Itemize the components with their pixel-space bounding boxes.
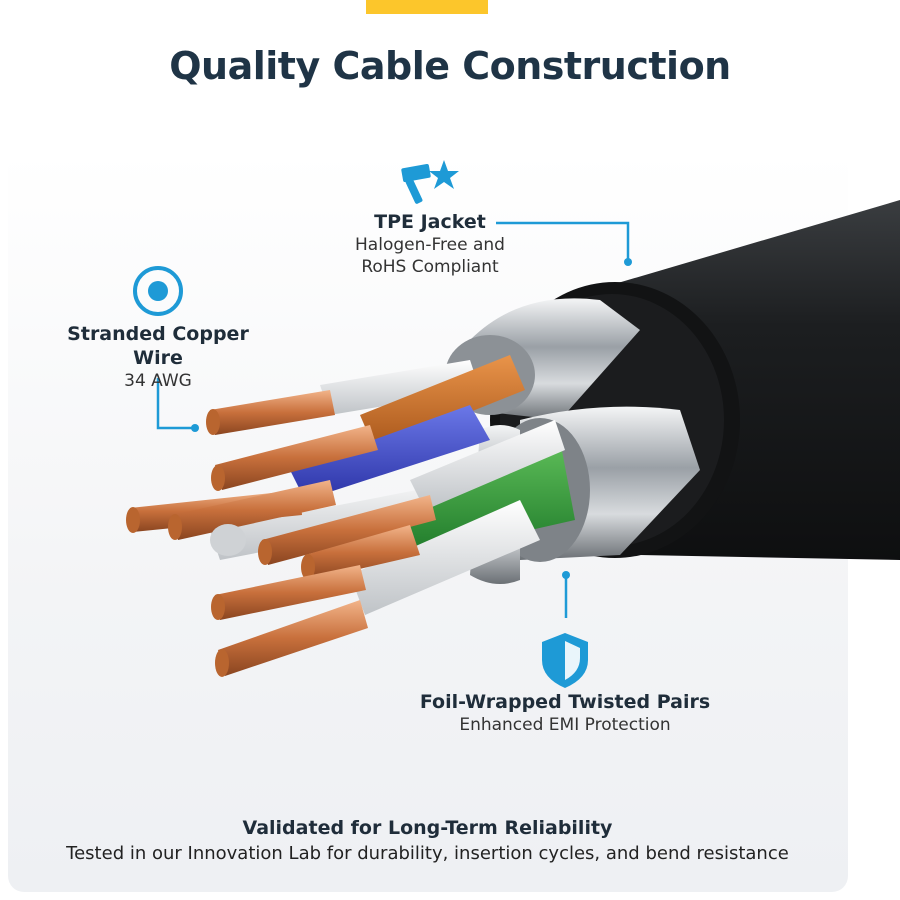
leader-lines	[156, 221, 630, 618]
shield-icon	[542, 633, 588, 688]
footer-text: Tested in our Innovation Lab for durabil…	[66, 843, 789, 864]
copper-strands	[126, 390, 436, 677]
callout-tpe-line1: Halogen-Free and	[355, 235, 505, 255]
hammer-sparkle-icon	[401, 160, 459, 204]
callout-foil-pairs: Foil-Wrapped Twisted Pairs Enhanced EMI …	[415, 690, 715, 736]
callout-copper-heading: Stranded Copper Wire	[67, 323, 249, 369]
target-circle-icon	[133, 266, 183, 316]
accent-bar	[366, 0, 488, 14]
callout-tpe-jacket: TPE Jacket Halogen-Free and RoHS Complia…	[330, 210, 530, 278]
callout-copper-wire: Stranded Copper Wire 34 AWG	[40, 322, 276, 392]
callout-tpe-heading: TPE Jacket	[374, 211, 486, 233]
footer-heading: Validated for Long-Term Reliability	[242, 817, 613, 839]
callout-foil-sub: Enhanced EMI Protection	[459, 715, 671, 735]
footer-section: Validated for Long-Term Reliability Test…	[0, 815, 855, 867]
callout-foil-heading: Foil-Wrapped Twisted Pairs	[419, 691, 711, 713]
callout-copper-sub: 34 AWG	[124, 371, 192, 391]
leader-dot-tpe	[624, 258, 632, 266]
callout-tpe-line2: RoHS Compliant	[361, 257, 499, 277]
leader-dot-foil	[562, 571, 570, 579]
leader-dot-copper	[191, 424, 199, 432]
page-title: Quality Cable Construction	[169, 44, 731, 88]
